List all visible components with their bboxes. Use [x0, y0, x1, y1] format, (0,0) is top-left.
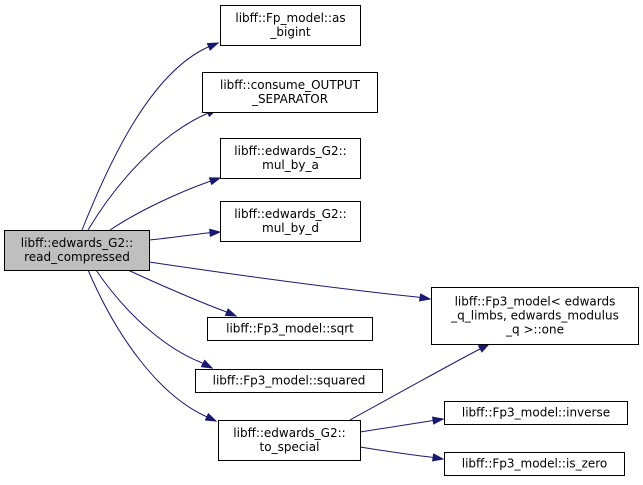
node-squared[interactable]: libff::Fp3_model::squared	[195, 369, 383, 393]
edge-arrowhead	[208, 177, 222, 186]
node-box	[4, 230, 150, 271]
node-fp3-one[interactable]: libff::Fp3_model< edwards_q_limbs, edwar…	[431, 287, 639, 345]
node-label-line: mul_by_a	[262, 158, 319, 172]
node-box	[207, 317, 373, 341]
edge-root-to-mul_by_a	[109, 177, 222, 231]
edge-root-to-squared	[95, 269, 214, 369]
node-label-line: libff::Fp3_model::sqrt	[226, 322, 354, 336]
node-label-line: libff::Fp_model::as	[235, 11, 345, 25]
node-as-bigint[interactable]: libff::Fp_model::as_bigint	[220, 5, 361, 46]
node-box	[202, 72, 378, 113]
node-root[interactable]: libff::edwards_G2::read_compressed	[4, 230, 150, 271]
node-label-line: libff::Fp3_model< edwards	[455, 295, 616, 309]
node-label-line: libff::edwards_G2::	[234, 207, 346, 221]
edge-root-to-to_special	[87, 269, 218, 422]
node-box	[444, 452, 625, 476]
node-label-line: _bigint	[269, 25, 311, 39]
edge-line	[109, 181, 209, 231]
node-box	[444, 401, 628, 425]
node-sqrt[interactable]: libff::Fp3_model::sqrt	[207, 317, 373, 341]
edge-arrowhead	[204, 412, 218, 422]
edge-root-to-sqrt	[127, 269, 238, 317]
node-consume-output-separator[interactable]: libff::consume_OUTPUT_SEPARATOR	[202, 72, 378, 113]
edge-arrowhead	[200, 359, 214, 369]
node-box	[431, 287, 639, 345]
edge-arrowhead	[431, 453, 445, 462]
node-label-line: _q_limbs, edwards_modulus	[450, 309, 619, 323]
node-label-line: libff::edwards_G2::	[234, 144, 346, 158]
node-box	[220, 201, 361, 242]
node-mul-by-d[interactable]: libff::edwards_G2::mul_by_d	[220, 201, 361, 242]
edge-to_special-to-inverse	[359, 416, 445, 433]
edge-root-to-mul_by_d	[148, 228, 222, 241]
edge-line	[81, 47, 207, 231]
edge-arrowhead	[431, 416, 445, 425]
node-label-line: libff::Fp3_model::squared	[213, 374, 366, 388]
edge-line	[148, 232, 208, 241]
edge-arrowhead	[209, 228, 222, 237]
node-mul-by-a[interactable]: libff::edwards_G2::mul_by_a	[220, 138, 361, 179]
node-label-line: libff::edwards_G2::	[233, 426, 345, 440]
node-label-line: to_special	[260, 440, 320, 454]
node-is-zero[interactable]: libff::Fp3_model::is_zero	[444, 452, 625, 476]
node-inverse[interactable]: libff::Fp3_model::inverse	[444, 401, 628, 425]
node-label-line: _q >::one	[505, 323, 564, 337]
edge-to_special-to-is_zero	[359, 446, 445, 462]
edge-root-to-fp3_one	[148, 261, 432, 302]
edge-line	[359, 446, 431, 458]
node-label-line: read_compressed	[24, 250, 130, 264]
node-box	[220, 5, 361, 46]
node-box	[220, 138, 361, 179]
node-box	[218, 420, 361, 461]
edge-arrowhead	[418, 293, 432, 302]
edge-line	[87, 113, 207, 231]
edge-to_special-to-fp3_one	[349, 343, 491, 421]
edge-line	[127, 269, 225, 312]
edge-line	[95, 269, 201, 363]
edge-line	[349, 349, 479, 421]
nodes-layer: libff::edwards_G2::read_compressedlibff:…	[4, 5, 639, 476]
node-label-line: libff::edwards_G2::	[21, 236, 133, 250]
node-label-line: _SEPARATOR	[251, 92, 328, 106]
node-label-line: libff::Fp3_model::inverse	[462, 406, 610, 420]
node-label-line: libff::Fp3_model::is_zero	[462, 457, 608, 471]
edge-line	[148, 261, 418, 298]
edges-layer	[81, 42, 491, 462]
edge-root-to-consume_output_separator	[87, 108, 219, 231]
edge-root-to-as_bigint	[81, 42, 220, 231]
edge-line	[359, 420, 431, 433]
node-label-line: mul_by_d	[262, 221, 319, 235]
edge-arrowhead	[206, 42, 220, 51]
node-label-line: libff::consume_OUTPUT	[220, 78, 361, 92]
edge-arrowhead	[477, 343, 491, 353]
edge-line	[87, 269, 206, 417]
edge-arrowhead	[224, 308, 238, 317]
node-box	[195, 369, 383, 393]
node-to-special[interactable]: libff::edwards_G2::to_special	[218, 420, 361, 461]
edge-connector	[199, 361, 204, 364]
